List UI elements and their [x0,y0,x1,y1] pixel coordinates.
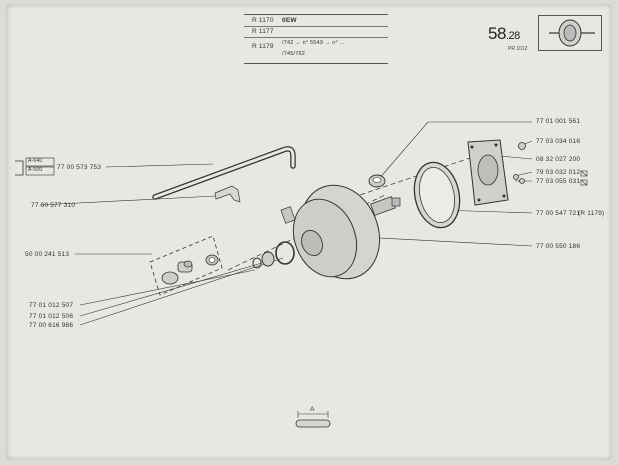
variant-box-b [25,166,55,176]
part-label: 77 00 573 753 [57,164,102,171]
push-rod [152,146,296,200]
variant-a: A-640 [28,158,43,164]
variant-b: A-500 [28,167,43,173]
marked-box-2 [580,179,588,186]
part-note: (R 1179) [578,210,605,217]
washer-small [252,257,262,269]
retaining-clip [214,185,241,203]
page-subtitle: PR 1012 [508,46,528,52]
part-label: 77 00 577 310 [31,202,76,209]
ref-row-3: R 1179 /742 → n° 5549 → n° ... [244,37,388,50]
part-label: 08 32 027 200 [536,156,581,163]
ref-model: R 1170 [252,17,274,24]
variant-box-a [25,157,55,167]
brake-booster-body [280,184,401,280]
part-label: 77 01 001 561 [536,118,581,125]
ref-row-1: R 1170 0EW [244,15,388,27]
washer [513,174,519,180]
grommet-hole [372,177,382,183]
ref-row-4: /745/762 [244,50,388,61]
nut [518,142,526,150]
part-label: 77 00 550 186 [536,243,581,250]
nut-small [519,178,525,184]
leader-lines [39,121,533,326]
variant-bracket [15,160,24,176]
booster-thumbnail-icon [549,19,595,47]
ref-model: R 1179 [252,43,274,50]
ref-row-2: R 1177 [244,26,388,38]
page-number: 58.28 [488,24,520,44]
part-label: 77 01 012 506 [29,313,74,320]
rubber-band-seal [413,161,461,229]
ref-code: /745/762 [282,51,306,57]
part-label: 77 01 012 507 [29,302,74,309]
model-reference-table: R 1170 0EW R 1177 R 1179 /742 → n° 5549 … [244,14,388,64]
check-valve-group [149,235,223,296]
seal-ring [261,251,275,267]
mounting-plate [467,139,509,206]
marked-box-1 [580,170,588,177]
part-label: 77 03 034 016 [536,138,581,145]
ref-code: /742 → n° 5549 → n° ... [282,40,345,46]
part-label: 79 03 032 012 [536,169,581,176]
booster-thumbnail [538,15,602,51]
part-label: 77 00 547 721 [536,210,581,217]
part-label: 50 00 241 513 [25,251,70,258]
dimension-label: A [310,406,315,413]
ref-model: R 1177 [252,28,274,35]
ref-code: 0EW [282,17,297,24]
part-label: 77 00 616 986 [29,322,74,329]
page-number-main: 58 [488,24,506,43]
part-label: 77 03 055 031 [536,178,581,185]
o-ring [275,241,295,265]
footer-pin-dimension [295,411,331,428]
page-number-decimal: .28 [505,30,520,42]
